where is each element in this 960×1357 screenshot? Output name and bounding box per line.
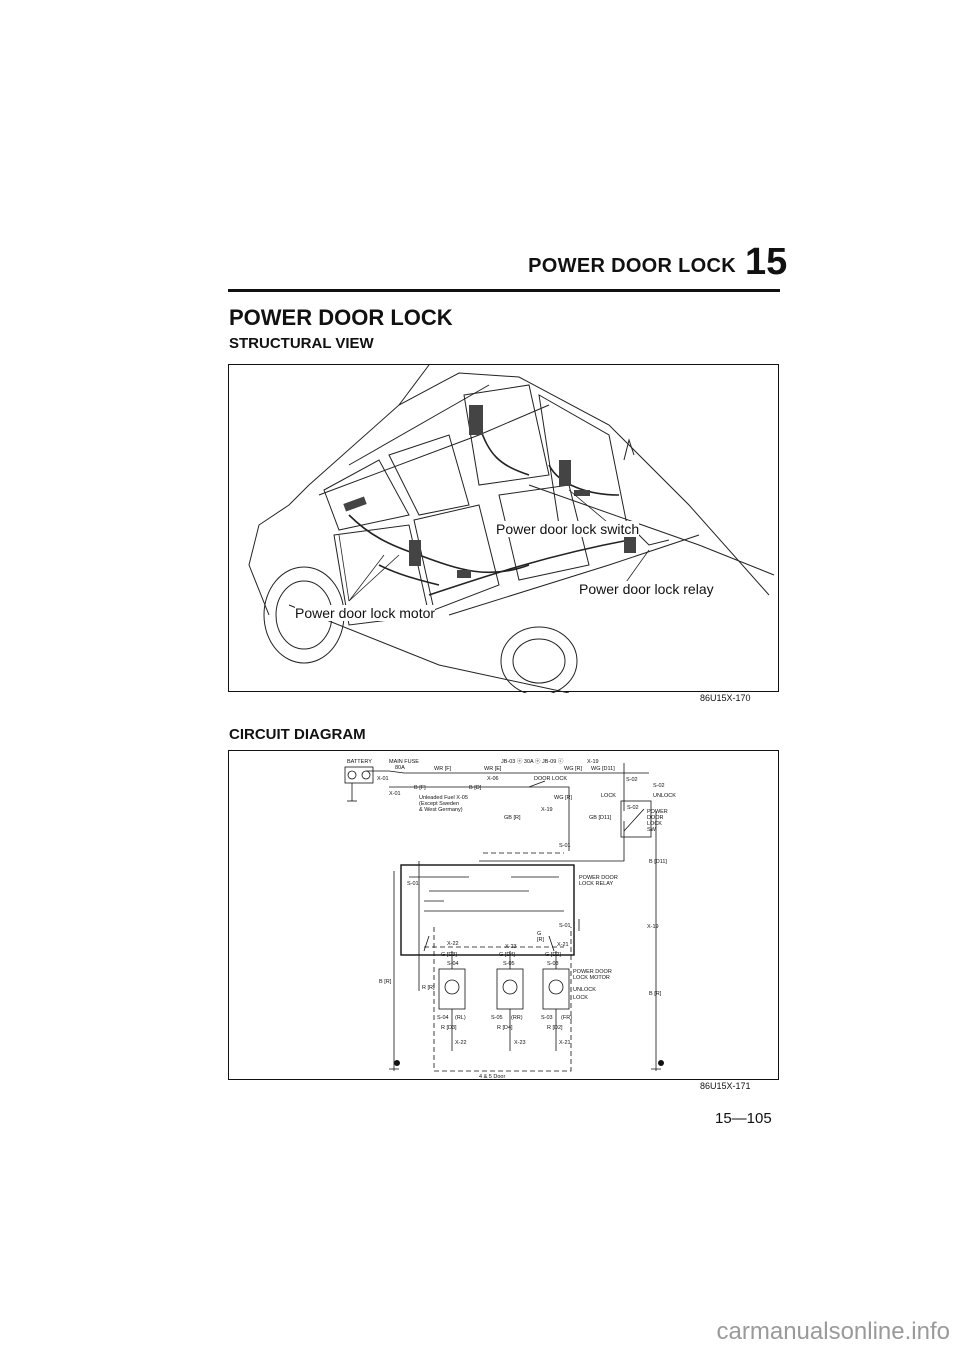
s05a: S-05 [503,961,515,967]
page-number: 15—105 [715,1110,772,1127]
lock-label: LOCK [601,793,616,799]
wg-r2: WG [R] [554,795,572,801]
b-d11: B [D11] [649,859,667,865]
motor-label-2: LOCK MOTOR [573,975,610,981]
s02b: S-02 [653,783,665,789]
b-r: B [F] [414,785,426,791]
relay-label-1: POWER DOOR [579,875,618,881]
r-r2: R [R] [422,985,435,991]
fr: (FR) [561,1015,572,1021]
s01b: S-01 [407,881,419,887]
pdl-sw1: POWER [647,809,668,815]
r-d2: R [D2] [547,1025,563,1031]
main-fuse-label: MAIN FUSE [389,759,419,765]
x22a: X-22 [447,941,459,947]
gb-d11: GB [D11] [589,815,612,821]
x19a: X-19 [587,759,599,765]
g-d3: G [D3] [441,952,457,958]
circuit-diagram-figure: BATTERY MAIN FUSE 80A X-01 X-01 WR [F] W… [228,750,779,1080]
motor-label: Power door lock motor [295,605,436,621]
b-r3: B [R] [649,991,662,997]
g-d2: G [D2] [545,952,561,958]
battery-label: BATTERY [347,759,372,765]
door45: 4 & 5 Door [479,1074,505,1080]
x19b: X-19 [541,807,553,813]
wiring-diagram: BATTERY MAIN FUSE 80A X-01 X-01 WR [F] W… [344,757,676,1080]
unlock-vertical: UNLOCK [573,987,596,993]
unleaded: Unleaded Fuel X-05 [419,795,468,801]
r-d3: R [D3] [441,1025,457,1031]
motor-label-1: POWER DOOR [573,969,612,975]
wr-e: WR [E] [484,766,502,772]
jb-label: JB-03 ⓔ 30A ⓔ JB-09 ⓒ [501,757,564,765]
chapter-number: 15 [745,241,788,283]
figure-code-structural: 86U15X-170 [700,693,751,703]
s01c: S-01 [559,923,571,929]
except: (Except Sweden [419,801,459,807]
switch-label: Power door lock switch [496,521,640,537]
b-d: B [D] [469,785,482,791]
s03a: S-03 [547,961,559,967]
s04a: S-04 [447,961,459,967]
germany: & West Germany) [419,807,463,813]
door-lock-label: DOOR LOCK [534,776,567,782]
r-d4: R [D4] [497,1025,513,1031]
b-r2: B [R] [379,979,392,985]
s01a: S-01 [559,843,571,849]
gb-r: GB [R] [504,815,521,821]
r-r: [R] [537,937,545,943]
x19c: X-19 [647,924,659,930]
circuit-diagram-heading: CIRCUIT DIAGRAM [229,726,366,743]
section-title: POWER DOOR LOCK [229,305,453,330]
x06: X-06 [487,776,499,782]
x01b: X-01 [389,791,401,797]
pdl-sw4: SW [647,827,657,833]
running-header-title: POWER DOOR LOCK [528,255,736,277]
relay-label: Power door lock relay [579,581,714,597]
wr-r: WR [F] [434,766,452,772]
x21b: X-21 [559,1040,571,1046]
s05b: S-05 [491,1015,503,1021]
figure-code-circuit: 86U15X-171 [700,1081,751,1091]
main-fuse-amp: 80A [395,765,405,771]
s02c: S-02 [627,805,639,811]
g-d4: G [D4] [499,952,515,958]
g-r: G [537,931,541,937]
structural-view-heading: STRUCTURAL VIEW [229,335,374,352]
relay-label-2: LOCK RELAY [579,881,613,887]
lock-vertical: LOCK [573,995,588,1001]
rr: (RR) [511,1015,523,1021]
x01a: X-01 [377,776,389,782]
x22b: X-22 [455,1040,467,1046]
wg-r: WG [R] [564,766,582,772]
unlock-label: UNLOCK [653,793,676,799]
pdl-sw2: DOOR [647,815,664,821]
x23a: X-23 [505,944,517,950]
x23b: X-23 [514,1040,526,1046]
pdl-sw3: LOCK [647,821,662,827]
car-illustration [248,365,775,693]
header-rule [228,289,780,292]
x21a: X-21 [557,942,569,948]
s03b: S-03 [541,1015,553,1021]
s02a: S-02 [626,777,638,783]
s04b: S-04 [437,1015,449,1021]
watermark: carmanualsonline.info [716,1318,950,1345]
structural-view-figure: Power door lock switch Power door lock r… [228,364,779,693]
wg-d11: WG [D11] [591,766,615,772]
rl: (RL) [455,1015,466,1021]
